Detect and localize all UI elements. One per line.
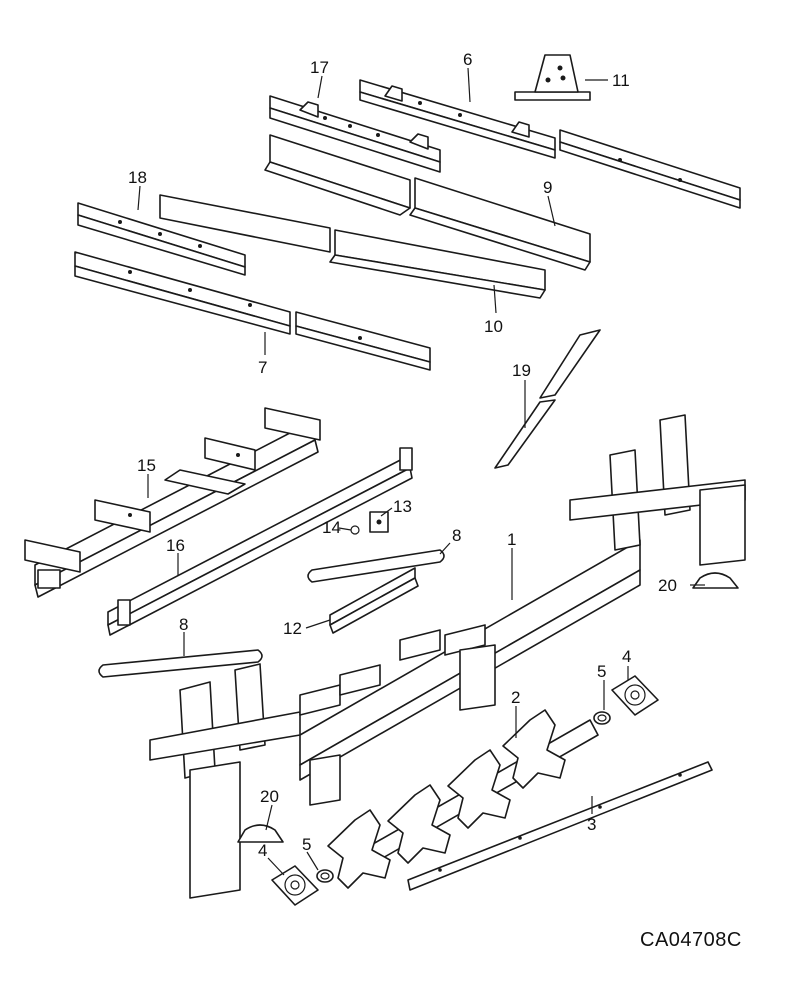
part-3-scraper-bar xyxy=(407,761,713,891)
part-13-block xyxy=(369,511,389,533)
callout-6: 6 xyxy=(463,50,472,69)
part-8-link-upper xyxy=(307,549,445,583)
part-5-collar-left xyxy=(316,869,334,883)
callout-20-left: 20 xyxy=(260,787,279,806)
callout-4-right: 4 xyxy=(622,647,631,666)
part-16-angle xyxy=(107,447,413,636)
callout-1: 1 xyxy=(507,530,516,549)
callout-8-lower: 8 xyxy=(179,615,188,634)
callout-5-left: 5 xyxy=(302,835,311,854)
part-10-angle xyxy=(159,194,546,299)
callout-9: 9 xyxy=(543,178,552,197)
callouts: 17 6 11 9 18 10 7 19 15 13 14 8 16 1 12 … xyxy=(128,50,677,860)
part-14-pin xyxy=(350,525,360,535)
callout-20-right: 20 xyxy=(658,576,677,595)
part-17-bracket-angle xyxy=(269,95,441,173)
part-1-main-frame xyxy=(149,414,746,899)
callout-18: 18 xyxy=(128,168,147,187)
callout-5-right: 5 xyxy=(597,662,606,681)
callout-13: 13 xyxy=(393,497,412,516)
part-9-angle xyxy=(264,134,591,271)
callout-12: 12 xyxy=(283,619,302,638)
callout-10: 10 xyxy=(484,317,503,336)
part-12-angle xyxy=(329,567,419,634)
callout-11: 11 xyxy=(612,71,630,90)
callout-2: 2 xyxy=(511,688,520,707)
part-15-rail xyxy=(24,407,321,598)
part-7-angle xyxy=(74,251,431,371)
part-11-mounting-plate xyxy=(514,54,591,101)
callout-4-left: 4 xyxy=(258,841,267,860)
part-2-rotor xyxy=(327,709,599,889)
callout-16: 16 xyxy=(166,536,185,555)
part-20-clip-right xyxy=(692,572,739,589)
figure-code: CA04708C xyxy=(640,929,742,951)
part-8-link-lower xyxy=(98,649,263,678)
part-18-angle xyxy=(77,202,246,276)
callout-8-upper: 8 xyxy=(452,526,461,545)
callout-3: 3 xyxy=(587,815,596,834)
callout-14: 14 xyxy=(322,518,341,537)
callout-15: 15 xyxy=(137,456,156,475)
callout-17: 17 xyxy=(310,58,329,77)
part-5-collar-right xyxy=(593,711,611,725)
callout-7: 7 xyxy=(258,358,267,377)
callout-19: 19 xyxy=(512,361,531,380)
part-19-brace xyxy=(494,329,601,469)
part-4-bearing-right xyxy=(611,675,659,716)
part-4-bearing-left xyxy=(271,865,319,906)
leader-lines xyxy=(137,67,705,876)
part-20-clip-left xyxy=(237,824,284,843)
part-6-long-angle xyxy=(359,79,741,209)
